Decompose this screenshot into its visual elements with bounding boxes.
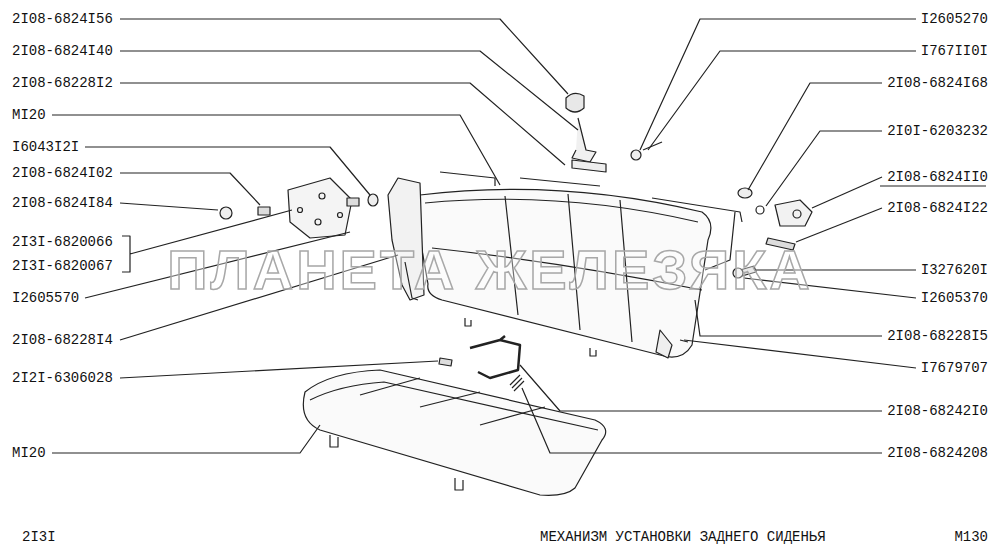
part-number: I2605270 [921,11,988,27]
part-number: I2605370 [921,290,988,306]
part-number: 2I0I-6203232 [887,123,988,139]
part-number: M130 [954,529,988,545]
part-number: 2I3I-6820066 [12,234,113,250]
part-number: 2I08-6824I02 [12,165,113,181]
part-number: 2I08-68228I2 [12,75,113,91]
part-number: I6043I2I [12,139,79,155]
part-number: 2I08-68228I5 [887,328,988,344]
part-number: MI20 [12,107,46,123]
part-number: 2I08-68228I4 [12,332,113,348]
part-number: I7679707 [921,360,988,376]
part-number: 2I3I-6820067 [12,258,113,274]
part-number: 2I08-6824I68 [887,75,988,91]
part-number: I327620I [921,262,988,278]
watermark: ПЛАНЕТА ЖЕЛЕЗЯКА [167,240,813,300]
part-number: 2I08-6824I22 [887,200,988,216]
part-number: 2I08-6824I40 [12,43,113,59]
part-number: I2605570 [12,290,79,306]
part-number: MI20 [12,445,46,461]
part-number: 2I08-68242I0 [887,403,988,419]
part-number: 2I3I [22,529,56,545]
sheet-caption: МЕХАНИЗМ УСТАНОВКИ ЗАДНЕГО СИДЕНЬЯ [540,529,826,545]
part-number: 2I08-6824I56 [12,11,113,27]
part-number: 2I2I-6306028 [12,370,113,386]
part-number: 2I08-6824II0 [887,169,988,185]
part-number: I767II0I [921,43,988,59]
part-number: 2I08-6824I84 [12,195,113,211]
part-number: 2I08-6824208 [887,445,988,461]
